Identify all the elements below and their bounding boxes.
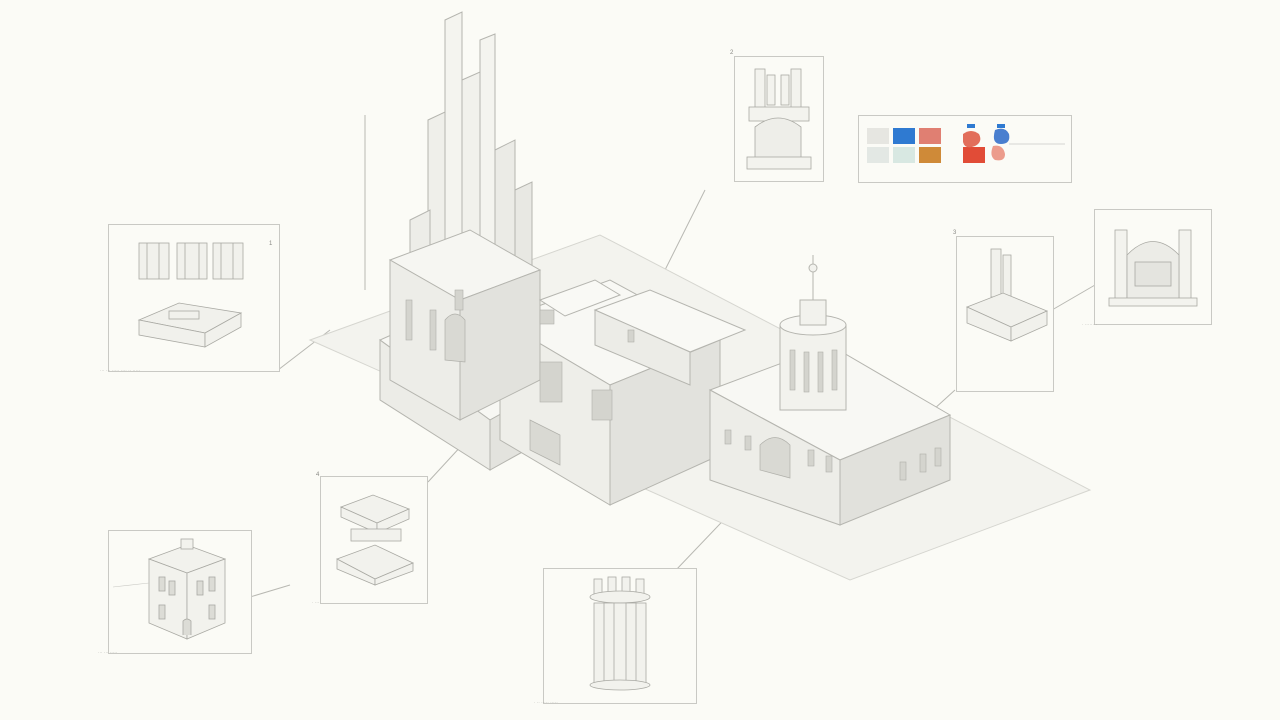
swatch-4 — [867, 147, 889, 163]
building-arches — [444, 313, 791, 479]
detail-panel-plinth — [320, 476, 428, 604]
caption-plinth: · ··· — [312, 600, 320, 605]
label-number: 2 — [730, 50, 734, 56]
detail-panel-facade-set: 1 — [108, 224, 280, 372]
tower-icon — [965, 248, 1049, 342]
swatch-3 — [919, 128, 941, 144]
label-number: 4 — [316, 472, 320, 478]
color-swatch-panel — [858, 115, 1072, 183]
arch-portal-icon — [746, 68, 812, 170]
building-body — [379, 11, 952, 526]
building-windows — [405, 289, 942, 481]
caption-corner-building: ··· ··· ····· — [98, 650, 118, 655]
swatch-6 — [919, 147, 941, 163]
column-icon — [589, 576, 651, 691]
corner-building-icon — [112, 538, 227, 640]
label-number: 3 — [953, 230, 957, 236]
spire-facade-icon — [137, 242, 244, 348]
caption-arch: · ········ — [1082, 322, 1098, 327]
swatch-5 — [893, 147, 915, 163]
arch-portal-icon — [1108, 229, 1198, 307]
color-sample-blobs — [963, 124, 1065, 161]
detail-panel-tower-elevation — [734, 56, 824, 182]
swatch-1 — [867, 128, 889, 144]
plinth-icon — [336, 494, 414, 586]
caption-facade-set: ··· ··· ····· ···· ·· ····· — [100, 368, 141, 373]
swatch-2 — [893, 128, 915, 144]
caption-column: · ·· ····· ····· — [534, 700, 558, 705]
swatch-7 — [963, 147, 985, 163]
detail-panel-tower-block — [956, 236, 1054, 392]
detail-panel-column — [543, 568, 697, 704]
detail-panel-arch — [1094, 209, 1212, 325]
detail-panel-corner-building — [108, 530, 252, 654]
